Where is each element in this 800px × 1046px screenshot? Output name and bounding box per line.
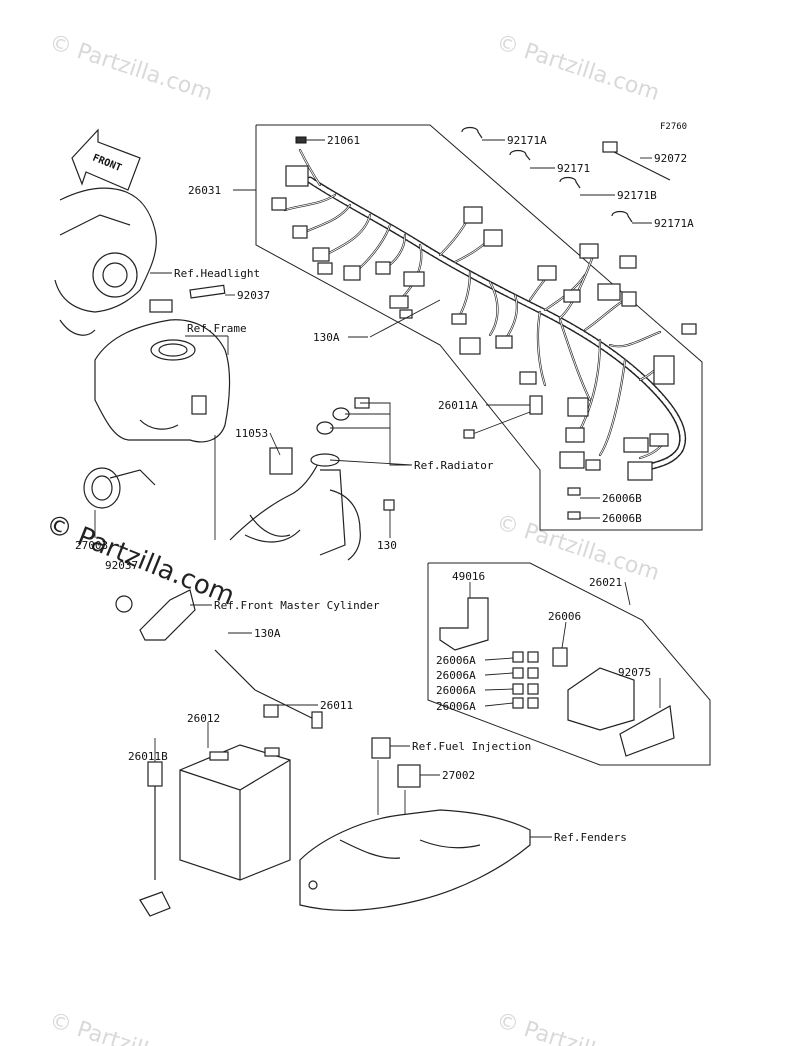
part-27003-horn-icon bbox=[83, 467, 156, 509]
label-130a-lower: 130A bbox=[254, 627, 281, 640]
reference-labels: Ref.Headlight Ref.Frame Ref.Radiator Ref… bbox=[174, 267, 627, 844]
label-27002: 27002 bbox=[442, 769, 475, 782]
label-26006b-a: 26006B bbox=[602, 492, 642, 505]
part-92075-cover-icon bbox=[619, 705, 675, 757]
part-labels: 21061 26031 92171A 92171 92072 92171B 92… bbox=[75, 134, 694, 782]
harness-branches bbox=[283, 148, 667, 460]
harness-group-outline bbox=[255, 124, 703, 531]
label-92037: 92037 bbox=[237, 289, 270, 302]
part-26012-battery-icon bbox=[179, 744, 291, 881]
leader-lines bbox=[94, 139, 661, 838]
main-harness-assembly bbox=[255, 124, 703, 531]
label-92171a-top: 92171A bbox=[507, 134, 547, 147]
label-26006a-4: 26006A bbox=[436, 700, 476, 713]
label-92075: 92075 bbox=[618, 666, 651, 679]
label-11053: 11053 bbox=[235, 427, 268, 440]
label-26006: 26006 bbox=[548, 610, 581, 623]
fender-area bbox=[299, 737, 531, 912]
label-26021: 26021 bbox=[589, 576, 622, 589]
harness-clamps bbox=[461, 126, 671, 223]
ref-label-frame: Ref.Frame bbox=[187, 322, 247, 335]
label-26006a-2: 26006A bbox=[436, 669, 476, 682]
fuse-box-assembly bbox=[427, 562, 711, 766]
watermark-mid-left: © Partzilla.com bbox=[41, 509, 238, 612]
part-49016-bracket-icon bbox=[439, 597, 489, 651]
label-26012: 26012 bbox=[187, 712, 220, 725]
label-26006a-3: 26006A bbox=[436, 684, 476, 697]
label-92037b: 92037 bbox=[105, 559, 138, 572]
part-26011a-icon bbox=[463, 395, 543, 439]
label-130: 130 bbox=[377, 539, 397, 552]
radiator-area bbox=[229, 397, 395, 561]
fuse-icons bbox=[512, 651, 539, 709]
front-master-cylinder-bracket-icon bbox=[115, 589, 196, 641]
battery-area bbox=[139, 649, 323, 917]
label-26011a: 26011A bbox=[438, 399, 478, 412]
part-26011b-cable-icon bbox=[139, 761, 171, 917]
label-26011b: 26011B bbox=[128, 750, 168, 763]
front-arrow-icon: FRONT bbox=[71, 128, 141, 191]
ref-label-headlight: Ref.Headlight bbox=[174, 267, 260, 280]
label-92171b: 92171B bbox=[617, 189, 657, 202]
label-92171a-lower: 92171A bbox=[654, 217, 694, 230]
watermark-bottom-left: © Partzilla.com bbox=[46, 1008, 215, 1046]
watermark-top-right: © Partzilla.com bbox=[493, 30, 662, 106]
front-frame-area bbox=[54, 187, 231, 641]
figure-code: F2760 bbox=[660, 122, 687, 132]
harness-connectors bbox=[271, 136, 697, 520]
ref-label-radiator: Ref.Radiator bbox=[414, 459, 494, 472]
label-26011: 26011 bbox=[320, 699, 353, 712]
label-27003: 27003 bbox=[75, 539, 108, 552]
watermark-top-left: © Partzilla.com bbox=[46, 30, 215, 106]
label-92072: 92072 bbox=[654, 152, 687, 165]
label-92171: 92171 bbox=[557, 162, 590, 175]
label-26006b-b: 26006B bbox=[602, 512, 642, 525]
label-26031: 26031 bbox=[188, 184, 221, 197]
label-49016: 49016 bbox=[452, 570, 485, 583]
label-130a-top: 130A bbox=[313, 331, 340, 344]
label-26006a-1: 26006A bbox=[436, 654, 476, 667]
fuse-box-body-icon bbox=[567, 667, 635, 731]
ref-label-fuel-injection: Ref.Fuel Injection bbox=[412, 740, 531, 753]
label-21061: 21061 bbox=[327, 134, 360, 147]
ref-label-fenders: Ref.Fenders bbox=[554, 831, 627, 844]
part-27002-relay-icon bbox=[397, 764, 421, 788]
fuse-box-outline bbox=[427, 562, 711, 766]
ref-label-front-master-cylinder: Ref.Front Master Cylinder bbox=[214, 599, 380, 612]
relay-fuel-injection-icon bbox=[371, 737, 391, 759]
watermark-bottom-right: © Partzilla.com bbox=[493, 1008, 662, 1046]
